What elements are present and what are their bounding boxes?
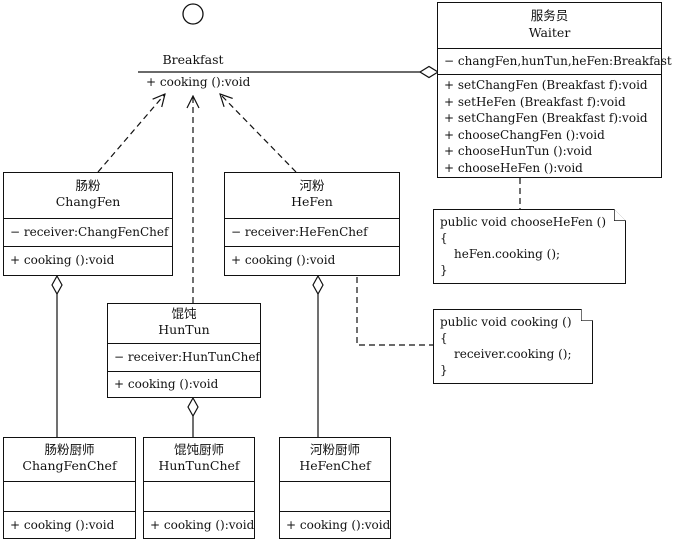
aggregation-diamond-icon xyxy=(418,65,440,79)
changfen-operation: + cooking ():void xyxy=(10,253,115,267)
waiter-class: 服务员 Waiter − changFen,hunTun,heFen:Break… xyxy=(437,2,672,178)
huntun-chef-name-cn: 馄饨厨师 xyxy=(173,442,224,457)
changfen-chef-operation: + cooking ():void xyxy=(10,518,115,532)
huntun-name-cn: 馄饨 xyxy=(171,306,197,321)
breakfast-interface-name: Breakfast xyxy=(162,52,224,67)
hefen-attribute: − receiver:HeFenChef xyxy=(231,225,368,239)
waiter-operation: + chooseHeFen ():void xyxy=(444,160,583,175)
huntun-chef-name-en: HunTunChef xyxy=(158,458,240,473)
hefen-chef-name-cn: 河粉厨师 xyxy=(309,442,360,457)
huntun-attribute: − receiver:HunTunChef xyxy=(114,350,260,364)
waiter-operation: + setHeFen (Breakfast f):void xyxy=(444,94,626,109)
note-line: heFen.cooking (); xyxy=(454,247,561,261)
breakfast-operation: + cooking ():void xyxy=(146,75,251,89)
hefen-chef-operation: + cooking ():void xyxy=(286,518,391,532)
huntun-chef-class: 馄饨厨师 HunTunChef + cooking ():void xyxy=(143,437,255,539)
huntun-class: 馄饨 HunTun − receiver:HunTunChef + cookin… xyxy=(107,303,261,398)
realization-changfen xyxy=(97,94,165,173)
hefen-operation: + cooking ():void xyxy=(231,253,336,267)
waiter-attribute: − changFen,hunTun,heFen:Breakfast xyxy=(444,54,672,68)
note-line: { xyxy=(440,231,448,245)
note-line: } xyxy=(440,363,448,377)
hefen-name-en: HeFen xyxy=(291,194,333,209)
huntun-name-en: HunTun xyxy=(158,322,210,337)
aggregation-diamond-icon xyxy=(51,274,63,296)
waiter-operation: + setChangFen (Breakfast f):void xyxy=(444,78,648,92)
note-line: { xyxy=(440,331,448,345)
changfen-name-cn: 肠粉 xyxy=(75,178,101,193)
changfen-chef-name-en: ChangFenChef xyxy=(22,458,117,473)
hefen-chef-class: 河粉厨师 HeFenChef + cooking ():void xyxy=(279,437,391,539)
interface-circle-icon xyxy=(182,3,204,25)
realization-hefen xyxy=(220,94,297,173)
note-line: public void chooseHeFen () xyxy=(440,215,607,229)
aggregation-diamond-icon xyxy=(187,396,199,418)
hefen-chef-name-en: HeFenChef xyxy=(299,458,371,473)
waiter-operation: + chooseHunTun ():void xyxy=(444,144,593,158)
huntun-operation: + cooking ():void xyxy=(114,377,219,391)
huntun-chef-operation: + cooking ():void xyxy=(150,518,255,532)
waiter-operation: + chooseChangFen ():void xyxy=(444,127,605,142)
waiter-name-en: Waiter xyxy=(528,25,571,40)
note-line: } xyxy=(440,263,448,277)
note-line: public void cooking () xyxy=(440,315,572,329)
aggregation-diamond-icon xyxy=(312,274,324,296)
note-line: receiver.cooking (); xyxy=(454,347,572,361)
waiter-name-cn: 服务员 xyxy=(530,8,569,23)
note-choose-hefen: public void chooseHeFen () { heFen.cooki… xyxy=(433,209,626,284)
changfen-chef-class: 肠粉厨师 ChangFenChef + cooking ():void xyxy=(3,437,136,539)
hefen-class: 河粉 HeFen − receiver:HeFenChef + cooking … xyxy=(224,172,400,276)
note-anchor-hefen xyxy=(356,277,433,346)
note-fold-icon xyxy=(581,309,593,321)
note-cooking: public void cooking () { receiver.cookin… xyxy=(433,309,593,384)
changfen-chef-name-cn: 肠粉厨师 xyxy=(44,442,95,457)
hefen-name-cn: 河粉 xyxy=(299,178,325,193)
changfen-class: 肠粉 ChangFen − receiver:ChangFenChef + co… xyxy=(3,172,173,276)
waiter-operation: + setChangFen (Breakfast f):void xyxy=(444,111,648,125)
note-fold-icon xyxy=(614,209,626,221)
changfen-attribute: − receiver:ChangFenChef xyxy=(10,225,169,239)
changfen-name-en: ChangFen xyxy=(55,194,121,209)
